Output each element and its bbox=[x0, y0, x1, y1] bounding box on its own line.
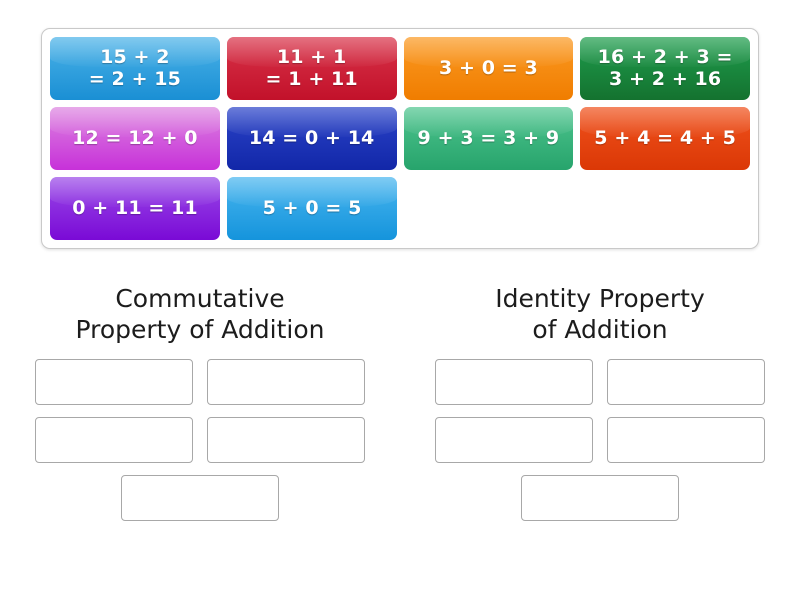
tile-tray-rows: 15 + 2 = 2 + 15 11 + 1 = 1 + 11 3 + 0 = 3 1… bbox=[50, 37, 750, 240]
tile-0-plus-11[interactable]: 0 + 11 = 11 bbox=[50, 177, 220, 240]
tile-row: 0 + 11 = 11 5 + 0 = 5 bbox=[50, 177, 750, 240]
group-title: Commutative Property of Addition bbox=[75, 284, 325, 344]
tile-label: 15 + 2 = 2 + 15 bbox=[88, 46, 181, 90]
tile-16-plus-2-plus-3[interactable]: 16 + 2 + 3 = 3 + 2 + 16 bbox=[580, 37, 750, 100]
tile-row: 12 = 12 + 0 14 = 0 + 14 9 + 3 = 3 + 9 5 + 4… bbox=[50, 107, 750, 170]
drop-slot[interactable] bbox=[35, 417, 193, 463]
drop-slot[interactable] bbox=[207, 359, 365, 405]
drop-slot[interactable] bbox=[607, 417, 765, 463]
tile-label: 14 = 0 + 14 bbox=[248, 126, 375, 149]
tile-15-plus-2[interactable]: 15 + 2 = 2 + 15 bbox=[50, 37, 220, 100]
tile-label: 11 + 1 = 1 + 11 bbox=[265, 46, 358, 90]
tile-11-plus-1[interactable]: 11 + 1 = 1 + 11 bbox=[226, 37, 397, 100]
drop-slot[interactable] bbox=[207, 417, 365, 463]
tile-label: 5 + 4 = 4 + 5 bbox=[594, 126, 736, 149]
drop-slot[interactable] bbox=[435, 417, 593, 463]
tile-label: 5 + 0 = 5 bbox=[262, 196, 362, 219]
tile-tray: 15 + 2 = 2 + 15 11 + 1 = 1 + 11 3 + 0 = 3 1… bbox=[41, 28, 759, 249]
drop-slot[interactable] bbox=[521, 475, 679, 521]
group-commutative-property: Commutative Property of Addition bbox=[0, 272, 400, 600]
drop-slot-list bbox=[414, 359, 786, 521]
tile-3-plus-0[interactable]: 3 + 0 = 3 bbox=[403, 37, 574, 100]
group-identity-property: Identity Property of Addition bbox=[400, 272, 800, 600]
tile-label: 9 + 3 = 3 + 9 bbox=[417, 126, 560, 149]
tile-5-plus-4[interactable]: 5 + 4 = 4 + 5 bbox=[580, 107, 750, 170]
tile-9-plus-3[interactable]: 9 + 3 = 3 + 9 bbox=[403, 107, 574, 170]
drop-slot[interactable] bbox=[35, 359, 193, 405]
drop-slot[interactable] bbox=[607, 359, 765, 405]
tile-5-plus-0[interactable]: 5 + 0 = 5 bbox=[227, 177, 397, 240]
tile-label: 12 = 12 + 0 bbox=[72, 126, 198, 149]
tile-label: 0 + 11 = 11 bbox=[72, 196, 198, 219]
tile-label: 3 + 0 = 3 bbox=[438, 56, 538, 79]
category-groups: Commutative Property of Addition Identity… bbox=[0, 272, 800, 600]
tile-label: 16 + 2 + 3 = 3 + 2 + 16 bbox=[597, 46, 733, 90]
tile-14-equals-0-plus-14[interactable]: 14 = 0 + 14 bbox=[226, 107, 397, 170]
drop-slot[interactable] bbox=[121, 475, 279, 521]
tile-row: 15 + 2 = 2 + 15 11 + 1 = 1 + 11 3 + 0 = 3 1… bbox=[50, 37, 750, 100]
tile-12-equals-12-plus-0[interactable]: 12 = 12 + 0 bbox=[50, 107, 220, 170]
drop-slot[interactable] bbox=[435, 359, 593, 405]
group-title: Identity Property of Addition bbox=[495, 284, 705, 344]
drop-slot-list bbox=[14, 359, 386, 521]
